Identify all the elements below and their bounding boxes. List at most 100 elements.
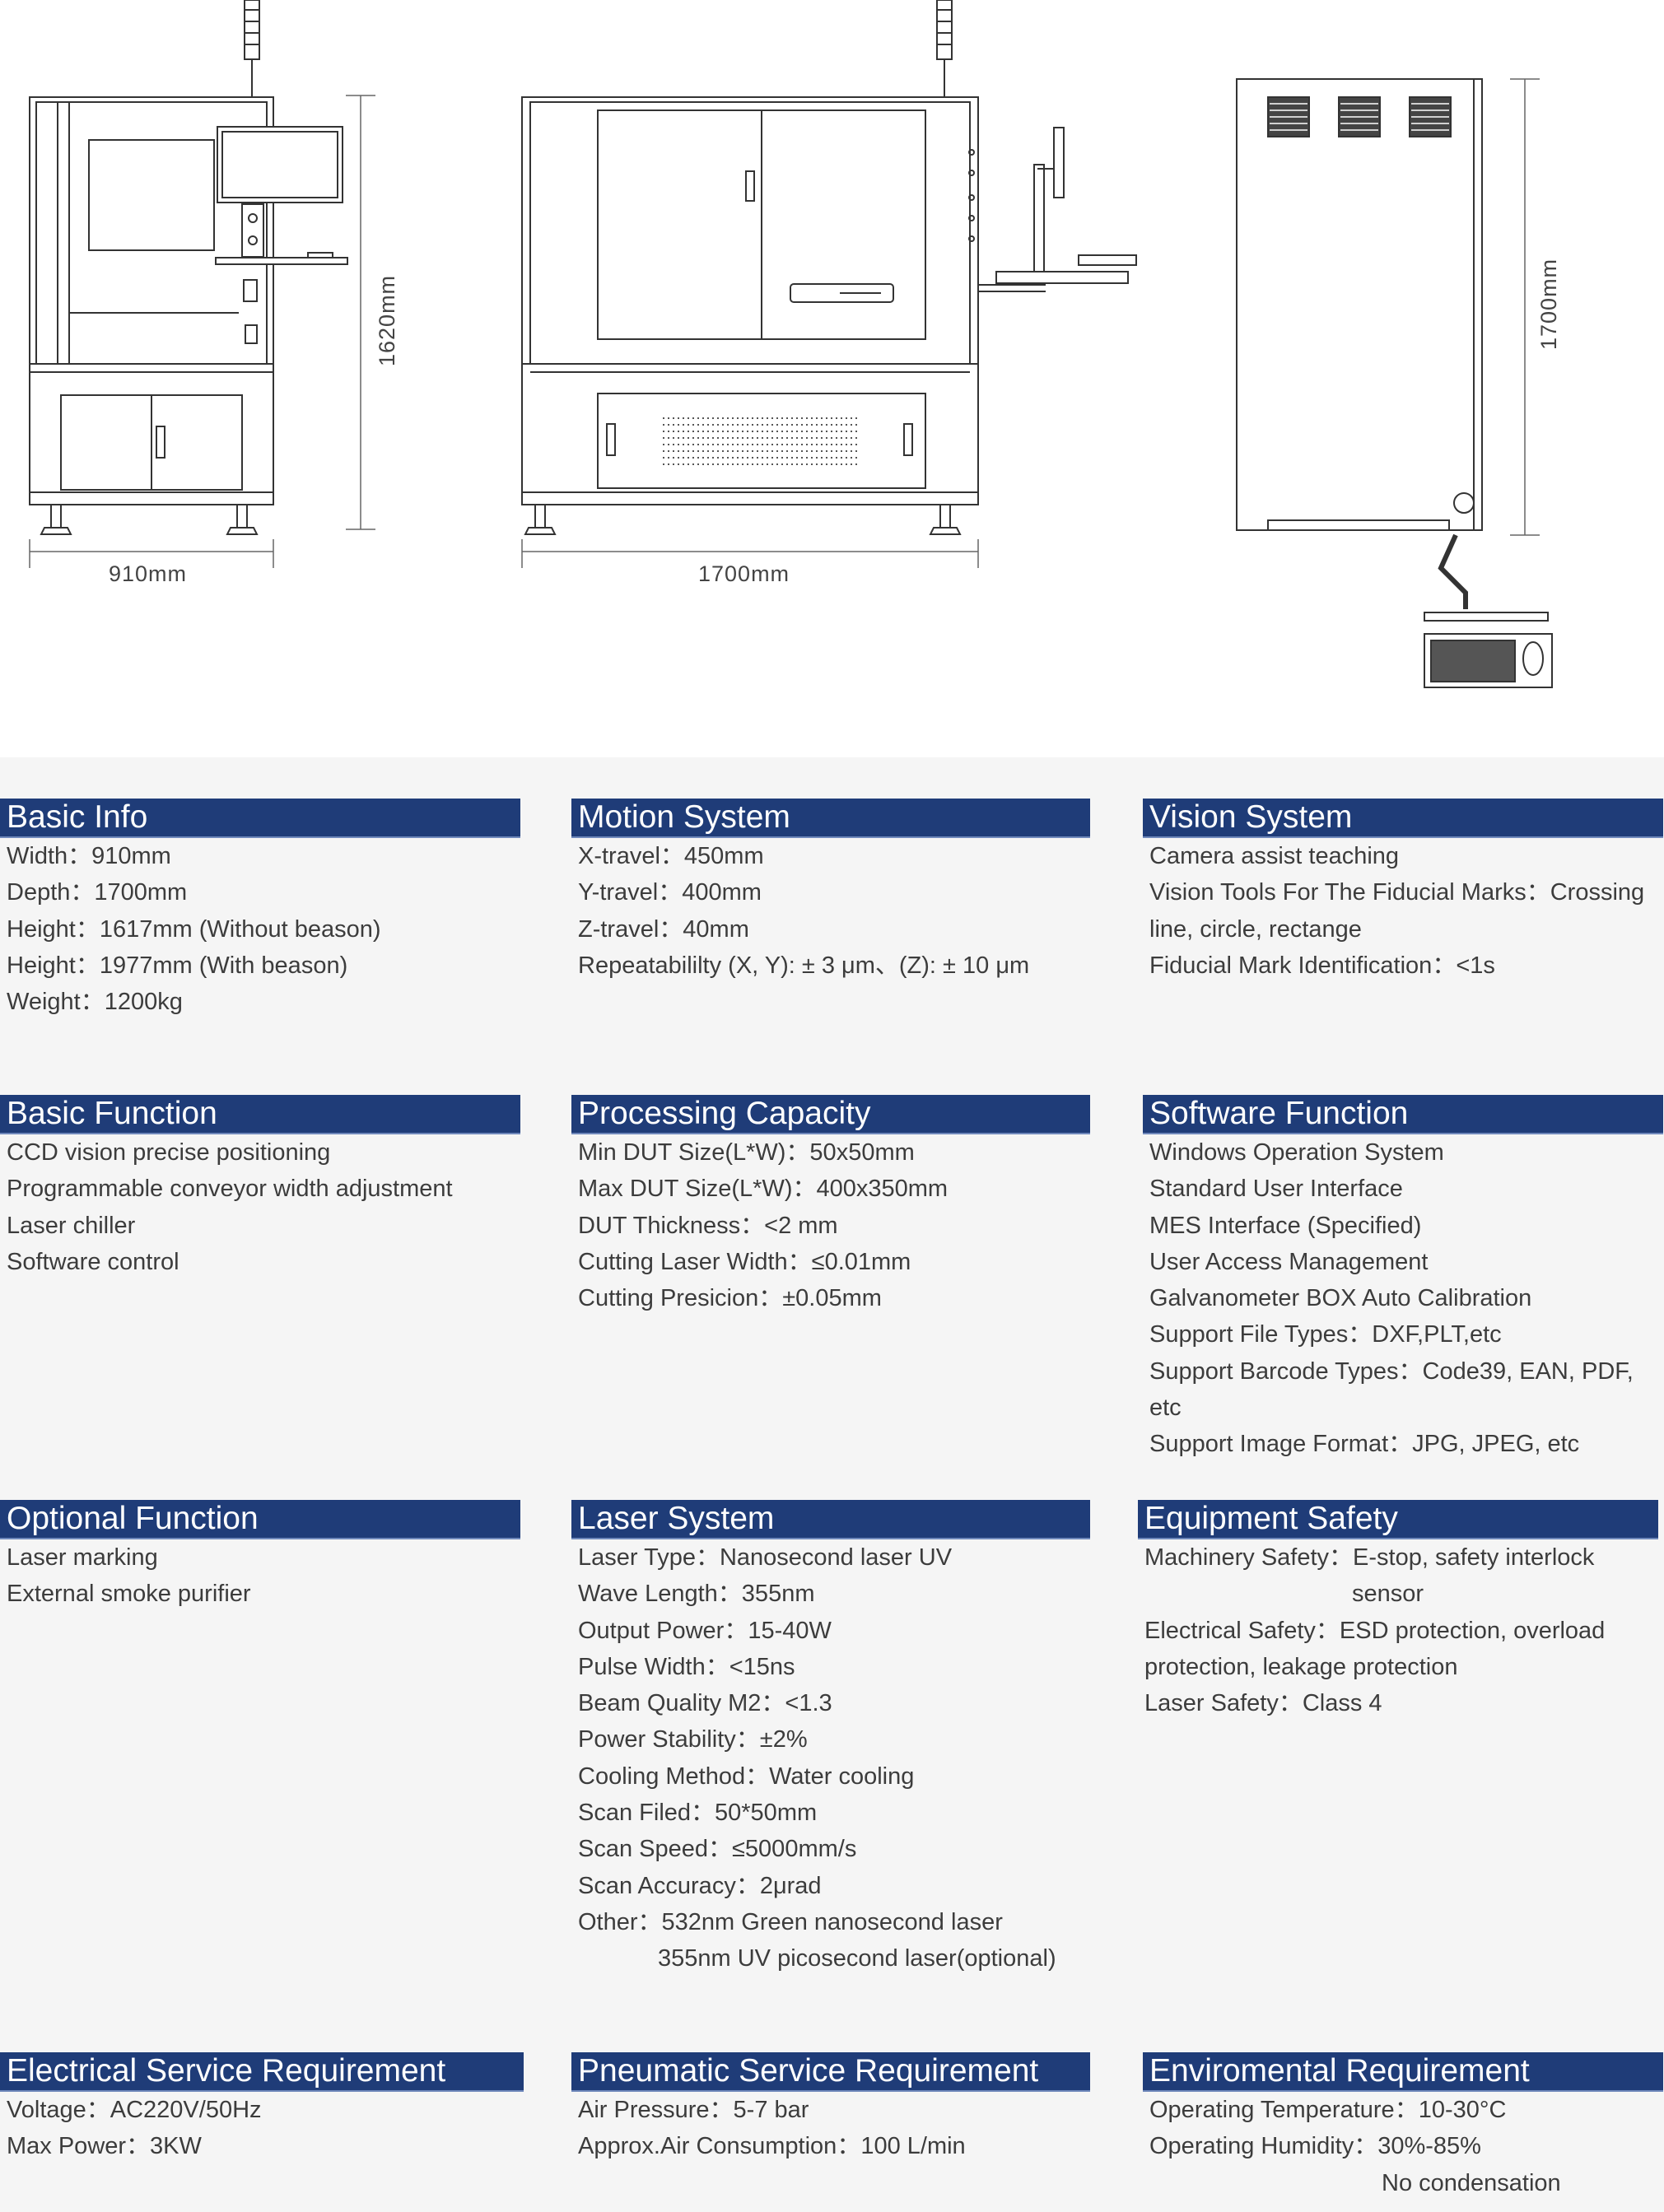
section-environmental: Enviromental Requirement Operating Tempe… [1143, 2052, 1663, 2201]
technical-drawings: 910mm 1620mm 1700mm 1700mm [0, 0, 1664, 757]
section-basic-info: Basic Info Width：910mm Depth：1700mm Heig… [0, 799, 520, 1020]
list-item: User Access Management [1149, 1248, 1429, 1275]
section-optional-function: Optional Function Laser marking External… [0, 1500, 520, 1613]
list-item: Weight：1200kg [7, 989, 183, 1016]
list-item: Electrical Safety：ESD protection, overlo… [1144, 1617, 1606, 1644]
section-items: Machinery Safety：E-stop, safety interloc… [1138, 1539, 1658, 1721]
list-item: X-travel：450mm [578, 843, 764, 869]
list-item: No condensation [1382, 2169, 1561, 2196]
section-software-function: Software Function Windows Operation Syst… [1143, 1095, 1663, 1463]
list-item: Output Power：15-40W [578, 1617, 832, 1644]
section-items: X-travel：450mm Y-travel：400mm Z-travel：4… [571, 838, 1090, 984]
list-item: Pulse Width：<15ns [578, 1653, 795, 1680]
section-title: Enviromental Requirement [1143, 2052, 1663, 2092]
list-item: Wave Length：355nm [578, 1581, 815, 1608]
section-items: Laser Type：Nanosecond laser UV Wave Leng… [571, 1539, 1090, 1977]
list-item: Scan Filed：50*50mm [578, 1800, 818, 1827]
list-item: Scan Speed：≤5000mm/s [578, 1836, 857, 1863]
list-item: Camera assist teaching [1149, 843, 1400, 869]
section-title: Motion System [571, 799, 1090, 838]
list-item: Max Power：3KW [7, 2133, 202, 2160]
list-item: Galvanometer BOX Auto Calibration [1149, 1285, 1532, 1312]
list-item: line, circle, rectange [1149, 915, 1362, 943]
list-item: Operating Humidity：30%-85% [1149, 2133, 1481, 2160]
section-equipment-safety: Equipment Safety Machinery Safety：E-stop… [1138, 1500, 1658, 1721]
list-item: Z-travel：40mm [578, 915, 749, 943]
list-item: Height：1617mm (Without beason) [7, 915, 381, 943]
section-title: Laser System [571, 1500, 1090, 1539]
specifications-panel: Basic Info Width：910mm Depth：1700mm Heig… [0, 757, 1664, 2212]
section-title: Vision System [1143, 799, 1663, 838]
section-items: Air Pressure：5-7 bar Approx.Air Consumpt… [571, 2092, 1090, 2165]
section-items: Voltage：AC220V/50Hz Max Power：3KW [0, 2092, 524, 2165]
list-item: Cooling Method：Water cooling [578, 1763, 915, 1790]
list-item: Support Image Format：JPG, JPEG, etc [1149, 1431, 1580, 1458]
list-item: Standard User Interface [1149, 1176, 1403, 1203]
list-item: Other：532nm Green nanosecond laser [578, 1908, 1003, 1935]
section-title: Basic Info [0, 799, 520, 838]
section-title: Software Function [1143, 1095, 1663, 1134]
section-items: Width：910mm Depth：1700mm Height：1617mm (… [0, 838, 520, 1020]
list-item: External smoke purifier [7, 1581, 251, 1608]
section-motion-system: Motion System X-travel：450mm Y-travel：40… [571, 799, 1090, 984]
section-pneumatic-service: Pneumatic Service Requirement Air Pressu… [571, 2052, 1090, 2165]
section-items: CCD vision precise positioning Programma… [0, 1134, 520, 1280]
section-title: Electrical Service Requirement [0, 2052, 524, 2092]
list-item: Cutting Presicion：±0.05mm [578, 1285, 882, 1312]
list-item: Vision Tools For The Fiducial Marks：Cros… [1149, 879, 1645, 906]
list-item: MES Interface (Specified) [1149, 1212, 1422, 1239]
section-items: Operating Temperature：10-30°C Operating … [1143, 2092, 1663, 2201]
list-item: 355nm UV picosecond laser(optional) [658, 1945, 1056, 1972]
list-item: Air Pressure：5-7 bar [578, 2097, 809, 2123]
front-width-label: 910mm [109, 561, 188, 586]
list-item: Software control [7, 1248, 179, 1275]
list-item: Machinery Safety：E-stop, safety interloc… [1144, 1544, 1595, 1571]
list-item: DUT Thickness：<2 mm [578, 1212, 838, 1239]
list-item: Power Stability：±2% [578, 1726, 808, 1753]
side-width-label: 1700mm [698, 561, 790, 586]
list-item: Windows Operation System [1149, 1139, 1444, 1166]
list-item: protection, leakage protection [1144, 1653, 1458, 1680]
section-electrical-service: Electrical Service Requirement Voltage：A… [0, 2052, 524, 2165]
list-item: Operating Temperature：10-30°C [1149, 2097, 1507, 2123]
machine-drawings-svg [29, 0, 1553, 688]
section-laser-system: Laser System Laser Type：Nanosecond laser… [571, 1500, 1090, 1977]
section-title: Equipment Safety [1138, 1500, 1658, 1539]
list-item: Support File Types：DXF,PLT,etc [1149, 1321, 1502, 1348]
side-view-drawing [521, 0, 1137, 568]
section-items: Windows Operation System Standard User I… [1143, 1134, 1663, 1463]
section-vision-system: Vision System Camera assist teaching Vis… [1143, 799, 1663, 984]
list-item: Programmable conveyor width adjustment [7, 1176, 453, 1203]
section-title: Pneumatic Service Requirement [571, 2052, 1090, 2092]
front-height-label: 1620mm [375, 274, 399, 366]
list-item: Depth：1700mm [7, 879, 188, 906]
list-item: Support Barcode Types：Code39, EAN, PDF, … [1149, 1357, 1634, 1422]
section-title: Processing Capacity [571, 1095, 1090, 1134]
list-item: Cutting Laser Width：≤0.01mm [578, 1248, 911, 1275]
list-item: Laser chiller [7, 1212, 136, 1239]
list-item: Beam Quality M2：<1.3 [578, 1690, 832, 1717]
top-view-drawing [1236, 78, 1553, 688]
list-item: Laser marking [7, 1544, 158, 1571]
list-item: Scan Accuracy：2μrad [578, 1872, 822, 1899]
list-item: Width：910mm [7, 843, 171, 869]
list-item: Fiducial Mark Identification：<1s [1149, 952, 1495, 979]
section-items: Min DUT Size(L*W)：50x50mm Max DUT Size(L… [571, 1134, 1090, 1316]
list-item: Approx.Air Consumption：100 L/min [578, 2133, 966, 2160]
section-processing-capacity: Processing Capacity Min DUT Size(L*W)：50… [571, 1095, 1090, 1316]
list-item: Voltage：AC220V/50Hz [7, 2097, 262, 2123]
list-item: Y-travel：400mm [578, 879, 762, 906]
section-basic-function: Basic Function CCD vision precise positi… [0, 1095, 520, 1280]
list-item: Laser Safety：Class 4 [1144, 1690, 1382, 1717]
list-item: Laser Type：Nanosecond laser UV [578, 1544, 953, 1571]
list-item: Height：1977mm (With beason) [7, 952, 348, 979]
top-depth-label: 1700mm [1536, 258, 1561, 350]
list-item: Max DUT Size(L*W)：400x350mm [578, 1176, 949, 1203]
list-item: Min DUT Size(L*W)：50x50mm [578, 1139, 915, 1166]
section-items: Camera assist teaching Vision Tools For … [1143, 838, 1663, 984]
list-item: CCD vision precise positioning [7, 1139, 331, 1166]
list-item: sensor [1352, 1581, 1424, 1608]
list-item: Repeatabililty (X, Y): ± 3 μm、(Z): ± 10 … [578, 952, 1030, 979]
front-view-drawing [29, 0, 375, 568]
section-title: Optional Function [0, 1500, 520, 1539]
